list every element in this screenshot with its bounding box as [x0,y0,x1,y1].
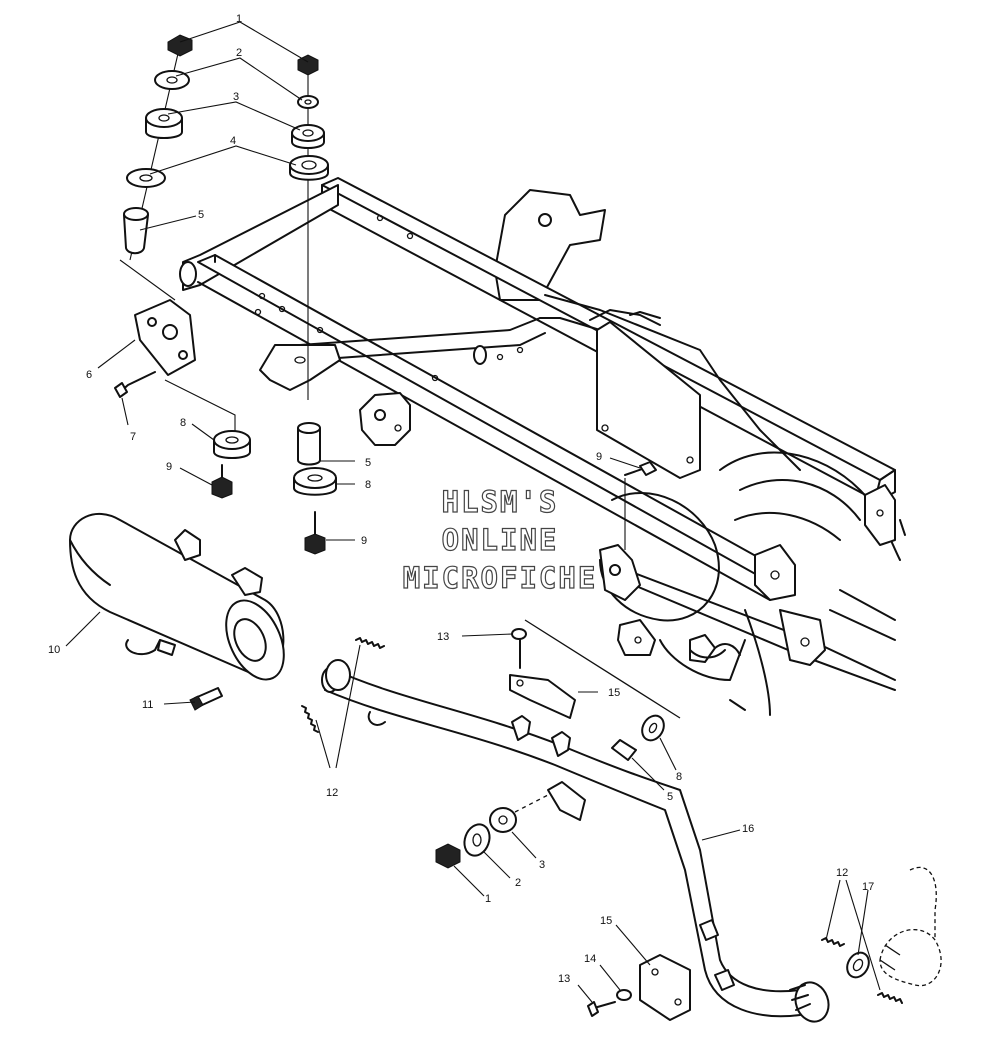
callout-8: 8 [676,771,682,783]
watermark-line-3: MICROFICHE [403,561,598,595]
callout-10: 10 [48,644,60,656]
springs [301,637,903,1004]
callout-5: 5 [198,209,204,221]
callout-12: 12 [836,867,848,879]
hex-nut-right [297,54,319,76]
callout-4: 4 [230,135,236,147]
callout-16: 16 [742,823,754,835]
lower-hardware [435,619,870,1021]
watermark-line-1: HLSM'S [442,485,559,519]
callout-7: 7 [130,431,136,443]
callout-15: 15 [608,687,620,699]
callout-1: 1 [485,893,491,905]
callout-2: 2 [236,47,242,59]
callout-13: 13 [558,973,570,985]
callout-5: 5 [365,457,371,469]
callout-15: 15 [600,915,612,927]
callout-13: 13 [437,631,449,643]
exhaust-pipe [321,659,942,1023]
muffler [69,513,285,711]
watermark: HLSM'S ONLINE MICROFICHE [402,484,598,595]
callout-3: 3 [233,91,239,103]
frame-assembly [179,177,906,716]
callout-2: 2 [515,877,521,889]
callout-9: 9 [166,461,172,473]
leader-lines [65,21,881,1003]
callout-labels: 1 2 3 4 5 6 7 8 9 5 8 9 9 10 11 12 13 15… [48,13,874,985]
watermark-line-2: ONLINE [442,523,559,557]
callout-17: 17 [862,881,874,893]
hex-nut-left [167,34,193,57]
callout-5: 5 [667,791,673,803]
callout-9: 9 [361,535,367,547]
callout-8: 8 [180,417,186,429]
callout-12: 12 [326,787,338,799]
callout-3: 3 [539,859,545,871]
callout-14: 14 [584,953,596,965]
callout-8: 8 [365,479,371,491]
callout-6: 6 [86,369,92,381]
callout-1: 1 [236,13,242,25]
callout-9: 9 [596,451,602,463]
callout-11: 11 [142,699,153,711]
